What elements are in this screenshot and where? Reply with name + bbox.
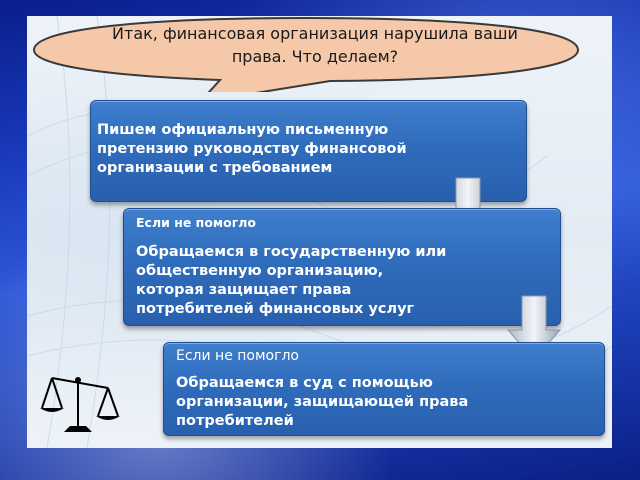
- step-3-line: потребителей: [176, 413, 294, 429]
- step-2-caption: Если не помогло: [136, 215, 256, 230]
- step-2-line: потребителей финансовых услуг: [136, 301, 415, 317]
- step-1-text: Пишем официальную письменную претензию р…: [97, 121, 407, 178]
- step-2-text: Обращаемся в государственную или обществ…: [136, 243, 446, 319]
- step-2-line: которая защищает права: [136, 282, 352, 298]
- step-1-line: организации с требованием: [97, 160, 333, 176]
- speech-bubble: Итак, финансовая организация нарушила ва…: [30, 14, 582, 92]
- step-1-line: Пишем официальную письменную: [97, 122, 389, 138]
- step-2-line: общественную организацию,: [136, 263, 384, 279]
- step-3-box: Если не помогло Обращаемся в суд с помощ…: [163, 342, 605, 436]
- step-2-box: Если не помогло Обращаемся в государстве…: [123, 208, 561, 326]
- step-3-line: Обращаемся в суд с помощью: [176, 375, 433, 391]
- step-1-line: претензию руководству финансовой: [97, 141, 407, 157]
- step-3-line: организации, защищающей права: [176, 394, 469, 410]
- bubble-line-2: права. Что делаем?: [231, 47, 399, 66]
- step-2-line: Обращаемся в государственную или: [136, 244, 447, 260]
- scales-of-justice-icon: [40, 377, 120, 432]
- bubble-line-1: Итак, финансовая организация нарушила ва…: [112, 24, 518, 43]
- step-3-text: Обращаемся в суд с помощью организации, …: [176, 374, 468, 431]
- step-1-box: Пишем официальную письменную претензию р…: [90, 100, 527, 202]
- speech-bubble-shape: [32, 16, 580, 92]
- step-3-caption: Если не помогло: [176, 348, 299, 364]
- bubble-text: Итак, финансовая организация нарушила ва…: [100, 22, 530, 68]
